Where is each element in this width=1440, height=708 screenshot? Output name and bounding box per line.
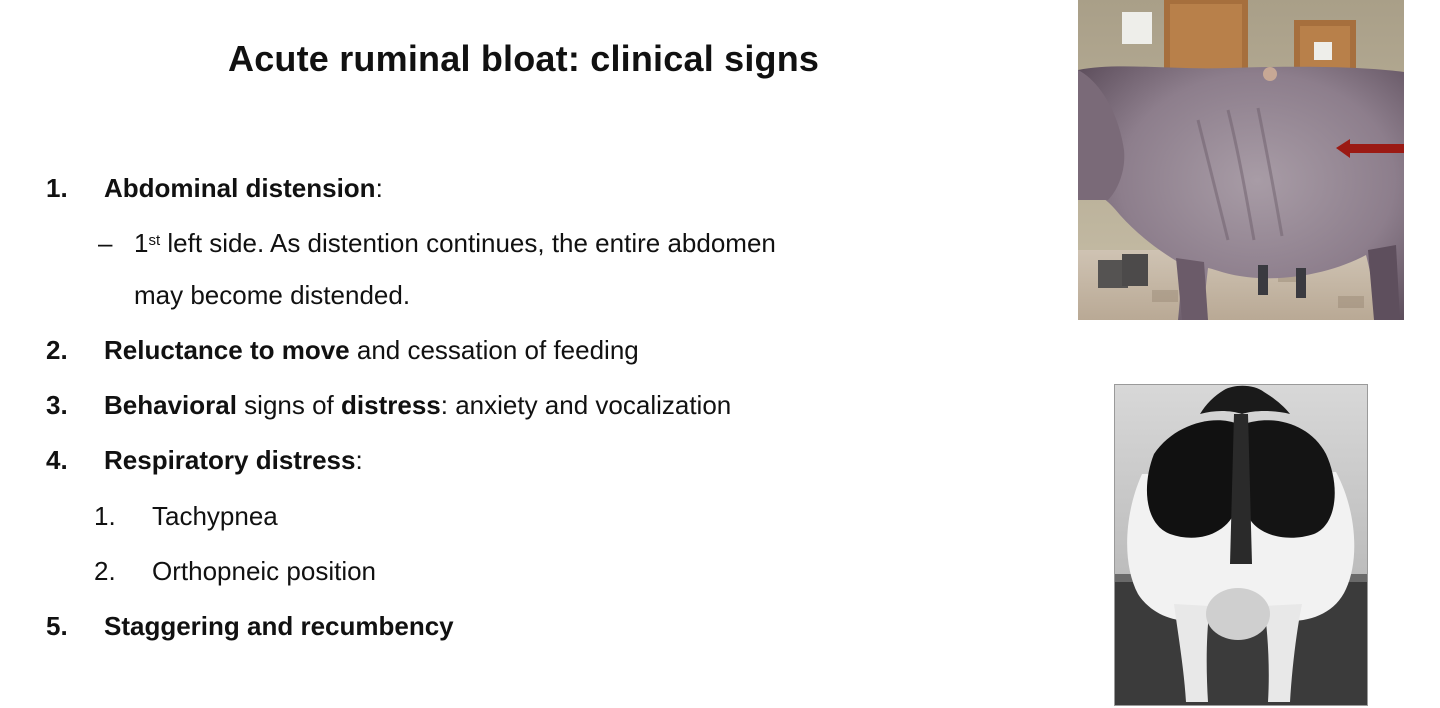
bold-term: Reluctance to move — [104, 335, 350, 365]
subitem-text-line2: may become distended. — [134, 280, 411, 310]
cow-side-illustration — [1078, 0, 1404, 320]
subitem-text-line1: 1st left side. As distention continues, … — [134, 227, 776, 259]
pointer-arrow-icon — [1336, 139, 1404, 158]
line1-rest: left side. As distention continues, the … — [160, 228, 776, 258]
bloated-cow-side-photo — [1078, 0, 1404, 320]
bold-term: Staggering and recumbency — [104, 611, 454, 641]
text-rest: : — [355, 445, 363, 475]
list-item-text: Abdominal distension: — [104, 172, 383, 204]
list-number: 2. — [94, 556, 116, 586]
text-rest: and cessation of feeding — [349, 335, 639, 365]
list-item-text: Staggering and recumbency — [104, 610, 454, 642]
list-item-text: Behavioral signs of distress: anxiety an… — [104, 389, 731, 421]
bold-term: Abdominal distension — [104, 173, 376, 203]
list-item-text: Respiratory distress: — [104, 444, 363, 476]
list-number: 4. — [46, 445, 68, 475]
text-rest: : — [375, 173, 383, 203]
subitem-text: Orthopneic position — [152, 556, 377, 586]
ordinal-sup: st — [148, 232, 161, 249]
subitem-text: Tachypnea — [152, 501, 278, 531]
list-number: 2. — [46, 335, 68, 365]
list-number: 5. — [46, 611, 68, 641]
bold-term: Respiratory distress — [104, 445, 356, 475]
list-number: 1. — [46, 173, 68, 203]
sup-prefix: 1 — [134, 228, 149, 258]
list-item-text: Reluctance to move and cessation of feed… — [104, 334, 639, 366]
bold-term: Behavioral — [104, 390, 237, 420]
slide-title: Acute ruminal bloat: clinical signs — [228, 38, 820, 79]
bold-term-2: distress — [341, 390, 441, 420]
list-number: 1. — [94, 501, 116, 531]
cow-rear-illustration — [1114, 384, 1368, 706]
dash-bullet: – — [98, 228, 113, 258]
text-mid: signs of — [236, 390, 342, 420]
list-number: 3. — [46, 390, 68, 420]
text-rest: : anxiety and vocalization — [440, 390, 732, 420]
bloated-cow-rear-photo — [1114, 384, 1368, 706]
